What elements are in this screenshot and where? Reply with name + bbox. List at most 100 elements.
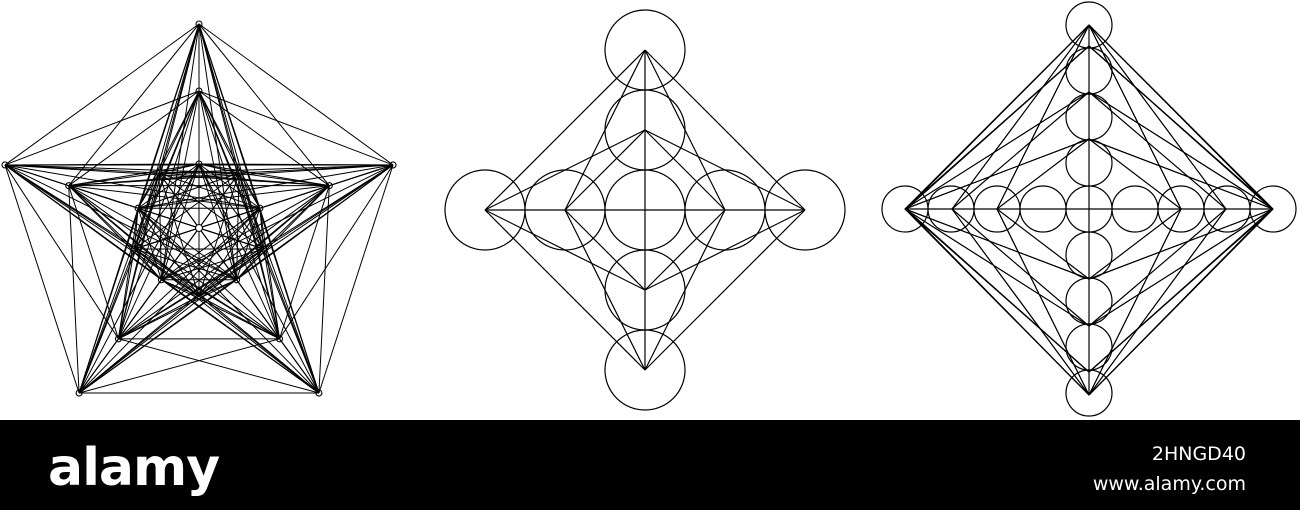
edge-line bbox=[260, 208, 264, 249]
edge-line bbox=[199, 280, 237, 296]
edge-line bbox=[260, 208, 280, 339]
edge-line bbox=[1089, 139, 1181, 209]
edge-line bbox=[118, 296, 199, 339]
edge-line bbox=[79, 208, 260, 393]
edge-line bbox=[134, 249, 279, 339]
edge-line bbox=[138, 91, 199, 208]
vertex-dot bbox=[390, 162, 396, 168]
edge-line bbox=[159, 91, 199, 173]
edge-line bbox=[134, 173, 239, 249]
edge-line bbox=[161, 165, 393, 280]
edge-line bbox=[69, 186, 199, 296]
vertex-dot bbox=[236, 170, 242, 176]
edge-line bbox=[134, 249, 199, 296]
edge-line bbox=[5, 165, 260, 208]
edge-line bbox=[134, 173, 159, 249]
edge-line bbox=[1089, 209, 1226, 395]
edge-line bbox=[138, 173, 159, 208]
edge-line bbox=[118, 280, 236, 339]
edge-line bbox=[138, 208, 161, 280]
edge-line bbox=[161, 280, 319, 393]
edge-line bbox=[199, 164, 329, 186]
edge-line bbox=[5, 165, 118, 339]
edge-line bbox=[79, 249, 264, 393]
edge-line bbox=[199, 24, 393, 165]
edge-line bbox=[199, 249, 264, 296]
edge-line bbox=[199, 24, 237, 280]
edge-line bbox=[79, 173, 159, 393]
vertex-dot bbox=[2, 162, 8, 168]
vertex-dot bbox=[234, 277, 240, 283]
edge-line bbox=[5, 165, 161, 280]
edge-line bbox=[199, 91, 393, 165]
sphere-circle bbox=[882, 186, 928, 232]
sphere-circle bbox=[1250, 186, 1296, 232]
edge-line bbox=[1089, 209, 1273, 279]
edge-line bbox=[159, 173, 161, 280]
artwork-canvas bbox=[0, 0, 1300, 420]
image-code: 2HNGD40 bbox=[1151, 443, 1246, 465]
edge-line bbox=[199, 91, 264, 249]
edge-line bbox=[79, 296, 199, 393]
edge-line bbox=[138, 186, 329, 209]
edge-line bbox=[118, 208, 138, 339]
edge-line bbox=[237, 173, 239, 280]
edge-line bbox=[1089, 209, 1272, 395]
sphere-circle bbox=[765, 170, 845, 250]
edge-line bbox=[79, 208, 138, 393]
sphere-circle bbox=[525, 170, 605, 250]
site-url: www.alamy.com bbox=[1092, 473, 1246, 495]
edge-line bbox=[69, 91, 199, 186]
edge-line bbox=[997, 25, 1089, 209]
edge-line bbox=[319, 186, 329, 393]
edge-line bbox=[264, 249, 319, 393]
edge-line bbox=[199, 208, 260, 296]
edge-line bbox=[199, 91, 260, 208]
edge-line bbox=[134, 208, 138, 249]
edge-line bbox=[118, 249, 134, 339]
edge-line bbox=[69, 173, 159, 186]
edge-line bbox=[645, 210, 805, 370]
vertex-dot bbox=[76, 390, 82, 396]
octahedron-seven-circle-figure bbox=[445, 10, 845, 410]
edge-line bbox=[69, 186, 237, 280]
edge-line bbox=[79, 164, 199, 393]
edge-line bbox=[199, 91, 239, 173]
edge-line bbox=[905, 92, 1089, 209]
edge-line bbox=[69, 164, 199, 186]
edge-line bbox=[906, 25, 1089, 209]
vertex-dot bbox=[316, 390, 322, 396]
edge-line bbox=[905, 139, 1089, 209]
vertex-dot bbox=[131, 246, 137, 252]
edge-line bbox=[319, 165, 393, 393]
edge-line bbox=[905, 209, 1089, 279]
edge-line bbox=[1089, 92, 1273, 209]
edge-line bbox=[1089, 209, 1272, 372]
edge-line bbox=[5, 24, 199, 165]
edge-line bbox=[997, 209, 1089, 279]
edge-line bbox=[565, 210, 645, 290]
footer-bar: alamy 2HNGD40 www.alamy.com bbox=[0, 420, 1300, 510]
edge-line bbox=[5, 165, 79, 393]
edge-line bbox=[565, 130, 645, 210]
edge-line bbox=[138, 24, 199, 208]
edge-line bbox=[161, 24, 199, 280]
edge-line bbox=[138, 165, 393, 208]
sphere-circle bbox=[1066, 370, 1112, 416]
edge-line bbox=[952, 25, 1089, 209]
edge-line bbox=[237, 186, 330, 280]
vertex-dot bbox=[158, 277, 164, 283]
edge-line bbox=[906, 209, 1089, 395]
edge-line bbox=[485, 210, 645, 370]
vertex-dot bbox=[196, 21, 202, 27]
edge-line bbox=[159, 173, 260, 208]
edge-line bbox=[5, 164, 199, 165]
edge-line bbox=[134, 249, 236, 280]
vertex-dot bbox=[326, 183, 332, 189]
vertex-dot bbox=[156, 170, 162, 176]
edge-line bbox=[1089, 209, 1181, 279]
edge-line bbox=[69, 186, 119, 339]
edge-line bbox=[138, 173, 239, 208]
vertex-dot bbox=[115, 336, 121, 342]
edge-line bbox=[199, 24, 329, 186]
